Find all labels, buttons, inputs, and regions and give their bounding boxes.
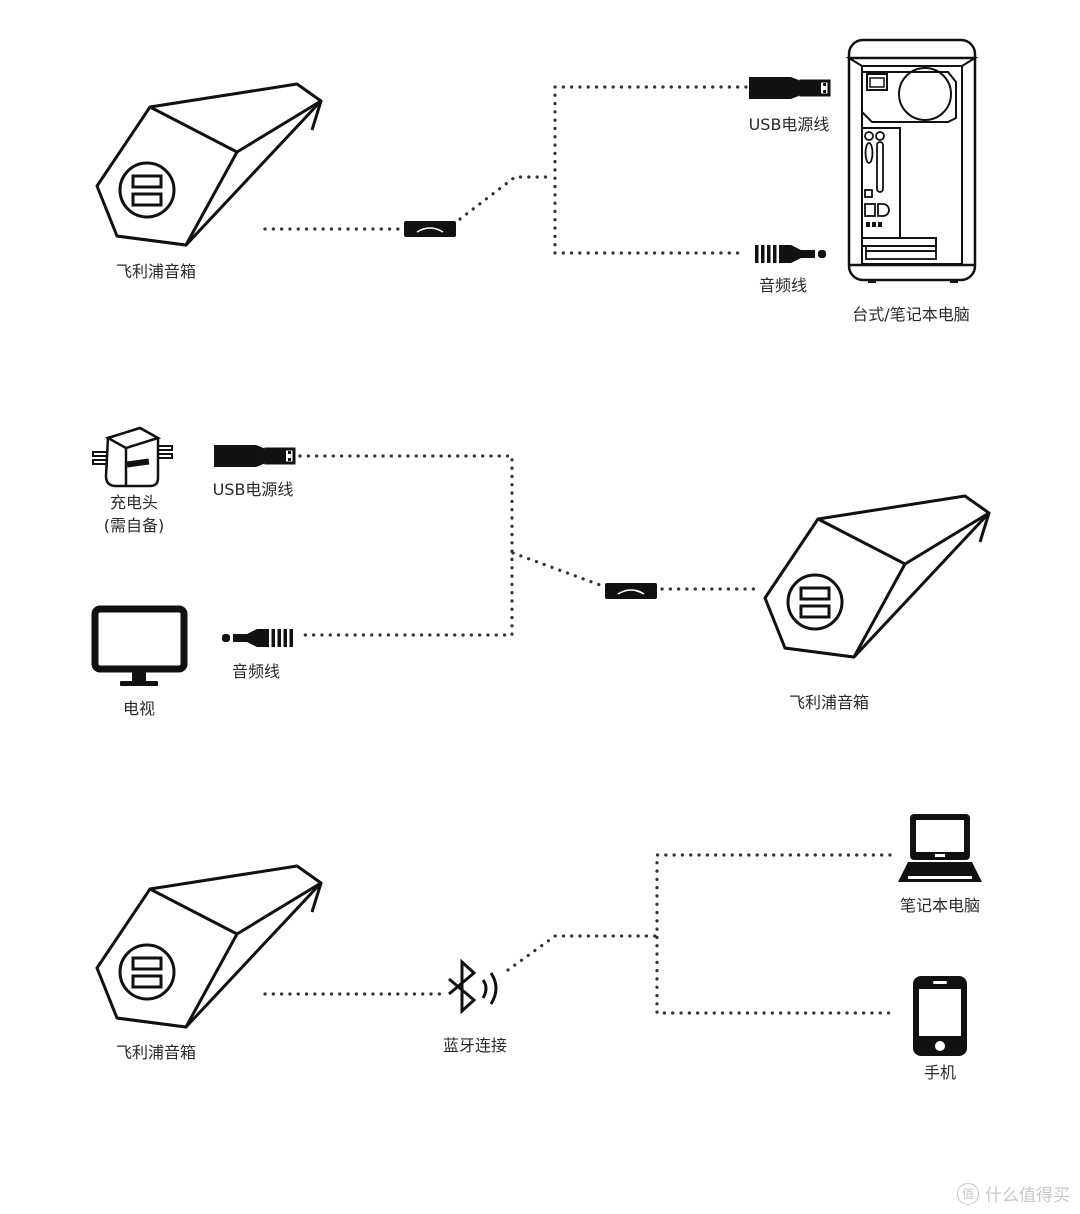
tv-label: 电视 <box>122 699 156 718</box>
audio-cable-label: 音频线 <box>758 276 808 295</box>
section-bluetooth <box>95 814 982 1056</box>
section-tv <box>91 426 991 686</box>
laptop-label: 笔记本电脑 <box>899 896 981 915</box>
speaker-label: 飞利浦音箱 <box>788 693 870 712</box>
dotted-line <box>553 85 748 255</box>
watermark-text: 什么值得买 <box>985 1186 1070 1206</box>
usb-plug-icon <box>212 443 296 469</box>
bluetooth-label: 蓝牙连接 <box>442 1036 508 1055</box>
watermark: 值 什么值得买 <box>957 1181 1070 1206</box>
speaker-label: 飞利浦音箱 <box>115 1043 197 1062</box>
cable-connector-icon <box>604 582 658 600</box>
audio-jack-icon <box>755 245 826 263</box>
usb-cable-label: USB电源线 <box>748 115 830 134</box>
charger-icon <box>92 426 173 488</box>
charger-note: (需自备) <box>103 516 165 535</box>
speaker-icon <box>95 82 323 247</box>
dotted-line <box>655 853 892 1015</box>
dotted-line <box>506 934 657 972</box>
speaker-icon <box>763 494 991 659</box>
phone-label: 手机 <box>923 1063 957 1082</box>
watermark-badge-icon: 值 <box>957 1182 979 1205</box>
section-pc <box>95 38 979 283</box>
speaker-label: 飞利浦音箱 <box>115 262 197 281</box>
tv-icon <box>91 605 188 686</box>
desktop-computer-label: 台式/笔记本电脑 <box>852 305 970 324</box>
dotted-line <box>458 175 555 221</box>
bluetooth-icon <box>448 958 498 1015</box>
audio-cable-label: 音频线 <box>231 662 281 681</box>
phone-icon <box>913 976 967 1056</box>
usb-plug-icon <box>747 75 831 101</box>
audio-jack-icon <box>222 629 293 647</box>
dotted-line <box>296 454 514 637</box>
usb-cable-label: USB电源线 <box>212 480 294 499</box>
cable-connector-icon <box>403 220 457 238</box>
desktop-computer-icon <box>845 38 979 283</box>
dotted-line <box>511 551 602 587</box>
charger-label: 充电头 <box>109 493 159 512</box>
laptop-icon <box>898 814 982 882</box>
speaker-icon <box>95 864 323 1029</box>
